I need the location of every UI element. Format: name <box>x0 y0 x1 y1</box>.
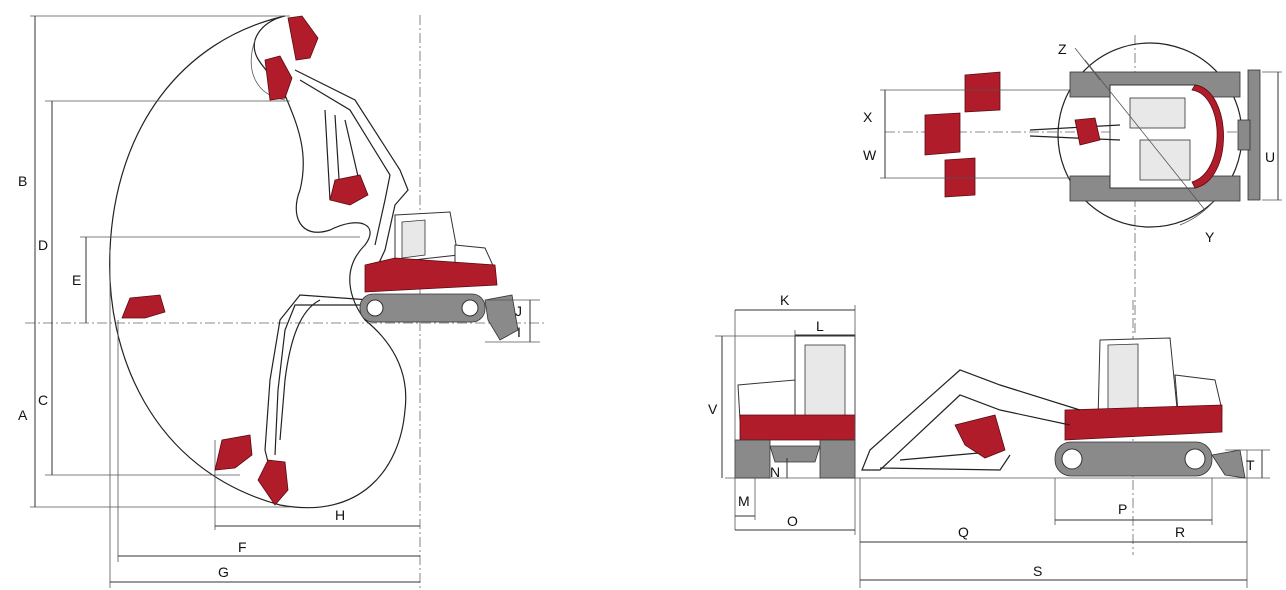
transport-track <box>1054 441 1213 477</box>
bucket-deep-icon <box>257 459 289 506</box>
label-v: V <box>708 401 718 417</box>
bucket-dump-icon <box>264 55 293 101</box>
cab-window <box>401 219 426 259</box>
label-f: F <box>238 539 247 555</box>
transport-blade <box>1211 449 1246 479</box>
label-o: O <box>787 513 798 529</box>
label-e: E <box>72 272 81 288</box>
plan-bucket-left-offset-icon <box>964 71 1001 113</box>
digging-envelope <box>109 15 407 509</box>
rear-upper-frame <box>739 414 856 441</box>
label-q: Q <box>958 524 969 540</box>
boom-upper-position <box>294 69 409 266</box>
label-g: G <box>218 564 229 580</box>
label-n: N <box>770 464 780 480</box>
boom-lower-position <box>264 294 371 471</box>
plan-bucket-right-offset-icon <box>944 157 976 198</box>
label-y: Y <box>1205 229 1215 245</box>
machine-side-left <box>359 211 540 343</box>
label-i: I <box>517 324 521 340</box>
label-t: T <box>1246 457 1255 473</box>
label-r: R <box>1175 524 1185 540</box>
label-w: W <box>863 147 877 163</box>
rear-cab-window <box>804 344 846 421</box>
label-u: U <box>1265 149 1275 165</box>
arm-lower-position <box>279 299 321 441</box>
transport-view: K L V M N O <box>708 292 1270 588</box>
transport-arm <box>879 451 1011 471</box>
plan-boom <box>1029 124 1121 141</box>
swing-angle-y-line <box>1084 59 1206 211</box>
transport-cab-window <box>1107 343 1139 411</box>
label-s: S <box>1033 563 1042 579</box>
label-p: P <box>1118 501 1127 517</box>
rear-undercarriage <box>769 445 821 463</box>
label-d: D <box>38 237 48 253</box>
label-c: C <box>38 392 48 408</box>
dozer-blade <box>484 294 519 341</box>
idler-wheel <box>366 299 384 317</box>
plan-view: X W U Z Y <box>863 35 1282 335</box>
crawler-track <box>359 293 486 323</box>
rear-engine-hood <box>737 379 796 421</box>
sprocket-wheel <box>461 299 479 317</box>
plan-counterweight <box>1191 84 1224 189</box>
bucket-top-icon <box>287 15 319 61</box>
label-a: A <box>18 407 28 423</box>
label-k: K <box>780 292 790 308</box>
transport-boom <box>861 369 1081 471</box>
side-transport: P Q R S T <box>859 337 1270 588</box>
bucket-low-icon <box>214 434 253 471</box>
rear-track-right <box>819 439 856 479</box>
working-range-view: B A D C E H F G J I <box>18 15 545 590</box>
plan-blade-arm <box>1237 119 1251 151</box>
label-j: J <box>515 303 522 319</box>
plan-boom-swing-icon <box>1074 117 1101 146</box>
label-h: H <box>335 507 345 523</box>
transport-bucket-icon <box>954 414 1006 459</box>
label-m: M <box>738 493 750 509</box>
label-b: B <box>18 173 27 189</box>
label-z: Z <box>1058 41 1067 57</box>
swing-angle-z-line <box>1074 47 1101 81</box>
bucket-mid-icon <box>329 174 369 206</box>
plan-bucket-center-icon <box>924 112 961 156</box>
bucket-far-icon <box>121 294 166 319</box>
rear-view: K L V M N O <box>708 292 856 535</box>
rear-track-left <box>734 439 771 479</box>
plan-engine-grille <box>1129 97 1186 129</box>
label-l: L <box>816 318 824 334</box>
label-x: X <box>863 109 873 125</box>
transport-upper-frame <box>1064 404 1223 441</box>
arc-y <box>1179 199 1216 226</box>
transport-sprocket <box>1184 448 1206 470</box>
upper-frame <box>364 257 498 293</box>
transport-idler <box>1061 448 1083 470</box>
